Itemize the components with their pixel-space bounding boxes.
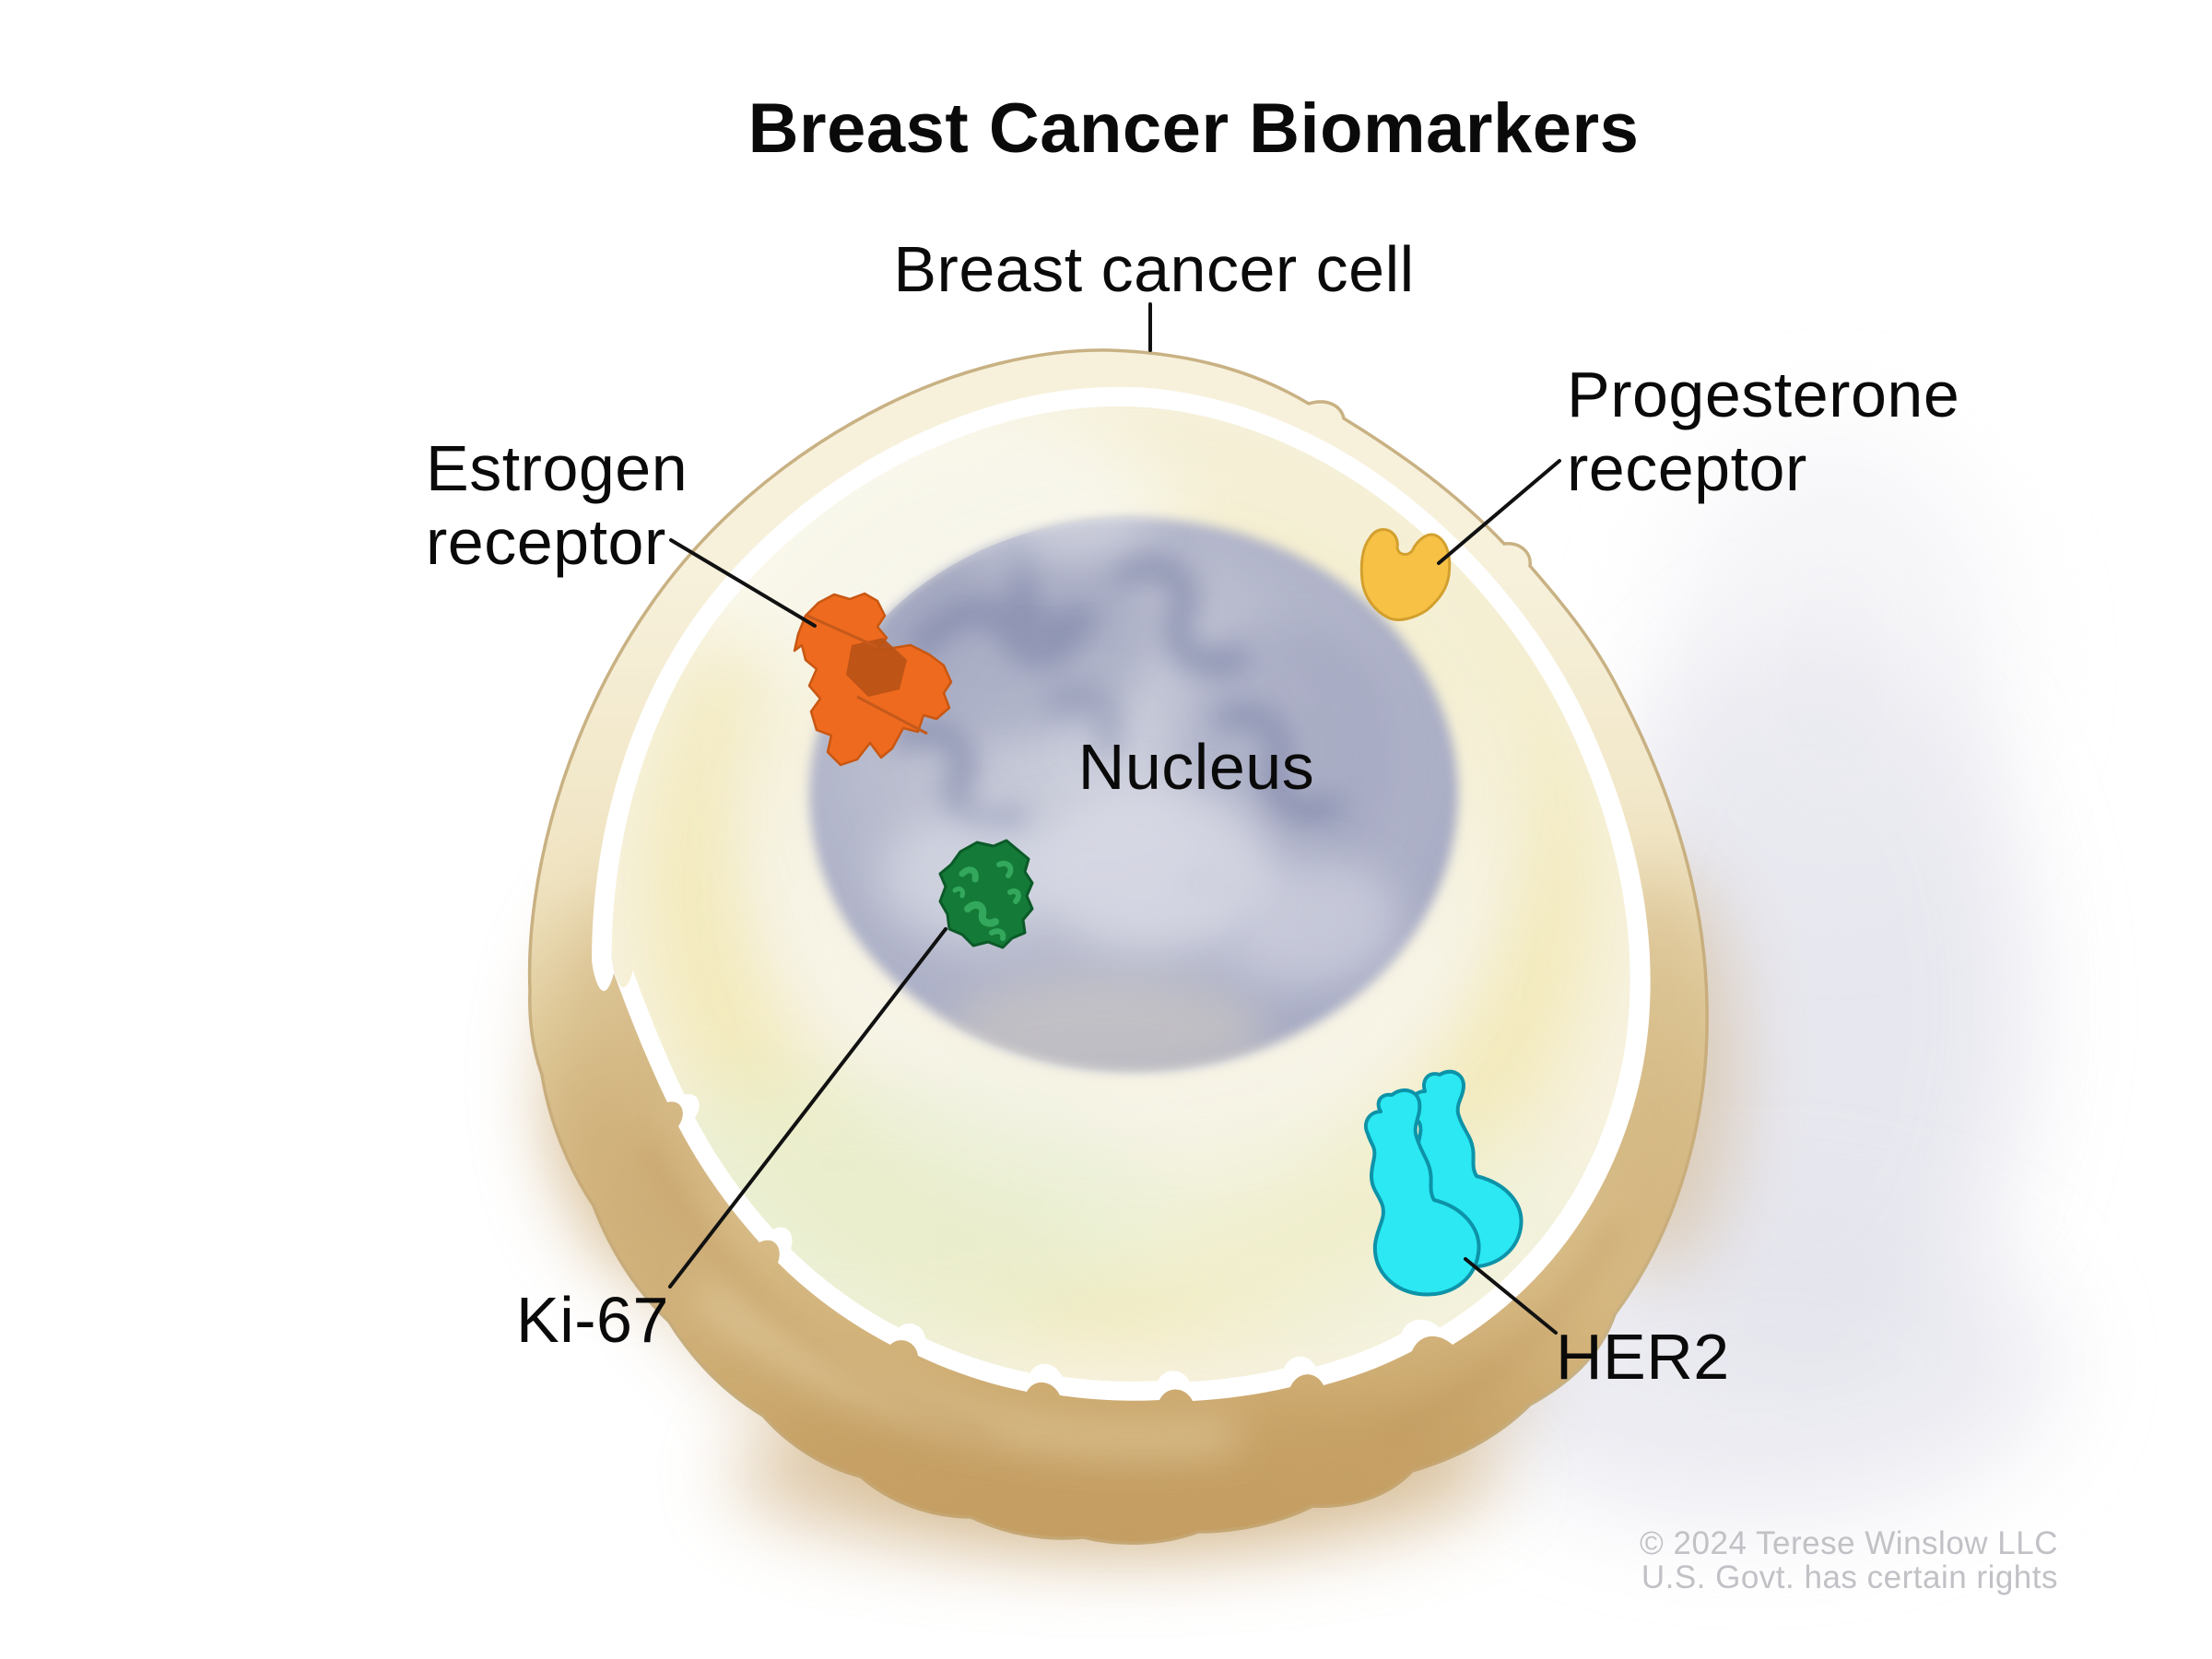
- estrogen-receptor-shape: [793, 592, 953, 767]
- leader-lines: [668, 302, 1561, 1335]
- progesterone-receptor-shape: [1359, 528, 1452, 621]
- progesterone-leader-line: [1437, 459, 1561, 565]
- copyright-line-2: U.S. Govt. has certain rights: [1641, 1559, 2058, 1595]
- her2-leader-line: [1464, 1257, 1558, 1335]
- copyright-line-1: © 2024 Terese Winslow LLC: [1640, 1525, 2058, 1561]
- label-progesterone-receptor: Progesterone receptor: [1567, 359, 1960, 504]
- label-nucleus: Nucleus: [1077, 731, 1315, 803]
- her2-shape: [1363, 1069, 1524, 1297]
- label-estrogen-receptor: Estrogen receptor: [426, 432, 688, 578]
- copyright-credit: © 2024 Terese Winslow LLC U.S. Govt. has…: [1640, 1526, 2058, 1594]
- estrogen-leader-line: [669, 538, 817, 628]
- ki67-leader-line: [668, 927, 947, 1288]
- label-breast-cancer-cell: Breast cancer cell: [893, 233, 1415, 305]
- diagram-title: Breast Cancer Biomarkers: [747, 89, 1640, 168]
- ki67-shape: [938, 839, 1034, 949]
- label-ki67: Ki-67: [516, 1284, 669, 1356]
- label-her2: HER2: [1556, 1321, 1730, 1393]
